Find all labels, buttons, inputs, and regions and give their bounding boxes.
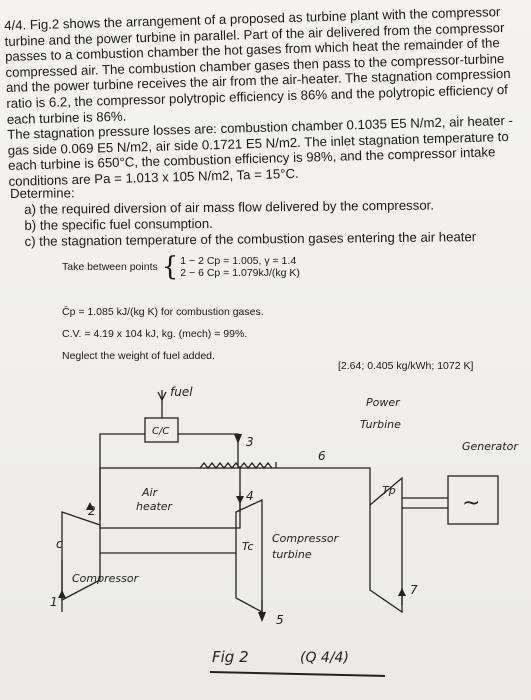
label-tp: Tp	[382, 484, 396, 497]
take-between-label: Take between points	[62, 260, 158, 273]
arrow-7-icon	[398, 588, 406, 596]
pipe-heater-to-power-turbine	[240, 467, 371, 505]
cp-line-1: 1 − 2 Cp = 1.005, γ = 1.4	[180, 255, 297, 267]
heater-coil	[199, 461, 273, 470]
label-6: 6	[318, 449, 326, 463]
label-air-1: Air	[141, 486, 159, 499]
fuel-arrow-icon	[157, 391, 167, 402]
air-heater-box	[99, 467, 241, 529]
label-ct-1: Compressor	[272, 532, 340, 545]
label-cc: C/C	[152, 426, 169, 437]
arrow-1-icon	[58, 590, 66, 598]
arrow-5-icon	[258, 612, 266, 622]
figure-caption-ref: (Q 4/4)	[300, 650, 349, 666]
label-2: 2	[88, 504, 96, 518]
answer-text: [2.64; 0.405 kg/kWh; 1072 K]	[338, 360, 474, 372]
label-7: 7	[410, 583, 418, 597]
generator-box	[447, 475, 499, 525]
label-fuel: fuel	[170, 385, 193, 399]
caption-underline	[209, 671, 386, 677]
brace-symbol: {	[161, 252, 179, 282]
label-air-2: heater	[136, 500, 174, 513]
label-compressor: Compressor	[72, 572, 140, 585]
figure-caption: Fig 2	[212, 648, 249, 666]
label-1: 1	[50, 595, 58, 609]
label-5: 5	[276, 613, 284, 627]
cp-line-2: 2 − 6 Cp = 1.079kJ/(kg K)	[180, 267, 300, 279]
neglect-note: Neglect the weight of fuel added.	[62, 350, 215, 362]
label-tc: Tc	[242, 540, 253, 553]
compressor-shape	[61, 511, 101, 602]
calorific-value: C.V. = 4.19 x 104 kJ, kg. (mech) = 99%.	[62, 328, 248, 340]
generator-symbol-icon: ~	[462, 491, 480, 516]
label-4: 4	[246, 489, 254, 503]
label-generator: Generator	[462, 440, 519, 453]
arrow-2-icon	[86, 502, 94, 510]
cp-combustion: C̄p = 1.085 kJ/(kg K) for combustion gas…	[62, 306, 264, 318]
given-data: Take between points { 1 − 2 Cp = 1.005, …	[62, 252, 300, 282]
power-turbine-shape	[369, 476, 403, 614]
label-power: Power	[366, 396, 401, 409]
label-ct-2: turbine	[272, 548, 312, 561]
pipe-cc-to-heater	[178, 433, 239, 468]
constants-section: C̄p = 1.085 kJ/(kg K) for combustion gas…	[62, 301, 264, 367]
arrow-4-icon	[236, 496, 244, 504]
arrow-3-icon	[234, 434, 242, 444]
label-3: 3	[246, 435, 254, 449]
label-turbine: Turbine	[360, 418, 401, 431]
label-c: c	[56, 537, 63, 551]
combustion-chamber-box	[144, 417, 179, 443]
